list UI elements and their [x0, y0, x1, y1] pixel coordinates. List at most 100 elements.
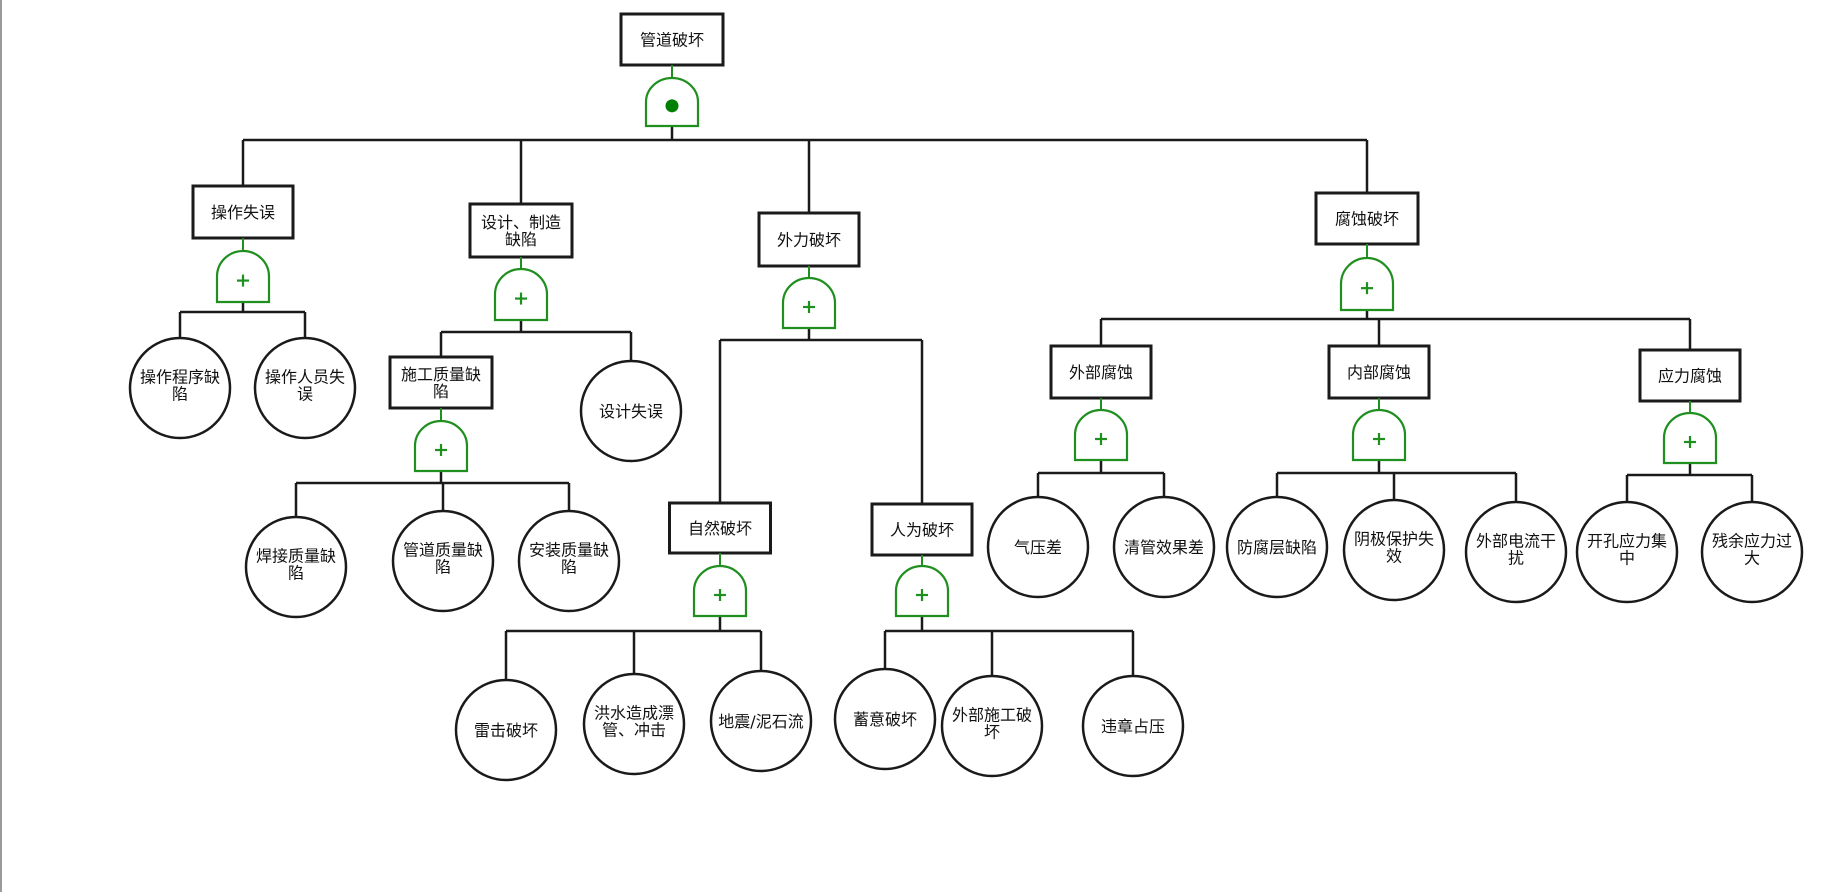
- basic-event-label: 设计失误: [599, 402, 663, 421]
- and-gate-dot-icon: [665, 99, 679, 113]
- basic-event-install_q: 安装质量缺陷: [517, 509, 621, 613]
- node-layer: 管道破坏操作失误操作程序缺陷操作人员失误设计、制造缺陷施工质量缺陷焊接质量缺陷管…: [128, 12, 1804, 782]
- basic-event-coating: 防腐层缺陷: [1225, 495, 1329, 599]
- basic-event-label-line: 外部施工破: [952, 706, 1032, 725]
- basic-event-label: 操作程序缺陷: [140, 368, 220, 404]
- basic-event-pigging: 清管效果差: [1112, 495, 1216, 599]
- basic-event-label-line: 坏: [984, 723, 1000, 742]
- basic-event-label-line: 管、冲击: [602, 721, 666, 740]
- event-box: [668, 501, 772, 555]
- basic-event-circle: [986, 495, 1090, 599]
- intermediate-event-corrosion: 腐蚀破坏: [1314, 191, 1420, 312]
- basic-event-flood: 洪水造成漂管、冲击: [582, 672, 686, 776]
- basic-event-label: 地震/泥石流: [718, 712, 803, 731]
- event-label-line: 陷: [433, 382, 449, 401]
- basic-event-label-line: 外部电流干: [1476, 532, 1556, 551]
- event-label-line: 腐蚀破坏: [1335, 210, 1399, 229]
- event-label: 外力破坏: [777, 231, 841, 250]
- basic-event-circle: [1225, 495, 1329, 599]
- basic-event-design_err: 设计失误: [579, 359, 683, 463]
- basic-event-label: 操作人员失误: [265, 368, 345, 404]
- event-label-line: 管道破坏: [640, 31, 704, 50]
- intermediate-event-int_corr: 内部腐蚀: [1327, 344, 1431, 462]
- intermediate-event-human: 人为破坏: [870, 502, 974, 618]
- basic-event-circle: [1700, 500, 1804, 604]
- event-label-line: 操作失误: [211, 203, 275, 222]
- event-label: 设计、制造缺陷: [481, 213, 561, 249]
- basic-event-lightning: 雷击破坏: [454, 678, 558, 782]
- basic-event-label: 外部施工破坏: [952, 706, 1032, 742]
- basic-event-label-line: 操作人员失: [265, 368, 345, 387]
- basic-event-label: 阴极保护失效: [1354, 530, 1434, 566]
- intermediate-event-top: 管道破坏: [619, 12, 725, 128]
- basic-event-stray_current: 外部电流干扰: [1464, 500, 1568, 604]
- event-label: 自然破坏: [688, 519, 752, 538]
- basic-event-label-line: 设计失误: [599, 402, 663, 421]
- basic-event-label-line: 开孔应力集: [1587, 532, 1667, 551]
- event-label: 管道破坏: [640, 31, 704, 50]
- basic-event-deliberate: 蓄意破坏: [833, 667, 937, 771]
- basic-event-circle: [709, 669, 813, 773]
- event-box: [619, 12, 725, 67]
- basic-event-circle: [579, 359, 683, 463]
- event-label-line: 应力腐蚀: [1658, 367, 1722, 386]
- intermediate-event-ext_corr: 外部腐蚀: [1049, 344, 1153, 462]
- basic-event-label: 外部电流干扰: [1476, 532, 1556, 568]
- event-label-line: 外力破坏: [777, 231, 841, 250]
- basic-event-circle: [1112, 495, 1216, 599]
- event-label-line: 外部腐蚀: [1069, 363, 1133, 382]
- connector-layer: [178, 126, 1754, 680]
- basic-event-label-line: 雷击破坏: [474, 721, 538, 740]
- basic-event-residual_stress: 残余应力过大: [1700, 500, 1804, 604]
- basic-event-label-line: 陷: [288, 564, 304, 583]
- event-label: 施工质量缺陷: [401, 365, 481, 401]
- basic-event-weld_q: 焊接质量缺陷: [244, 515, 348, 619]
- basic-event-label-line: 扰: [1508, 549, 1524, 568]
- basic-event-circle: [833, 667, 937, 771]
- basic-event-label-line: 陷: [435, 558, 451, 577]
- event-label-line: 人为破坏: [890, 521, 954, 540]
- basic-event-quake: 地震/泥石流: [709, 669, 813, 773]
- basic-event-label-line: 蓄意破坏: [853, 710, 917, 729]
- basic-event-label-line: 阴极保护失: [1354, 530, 1434, 549]
- event-box: [388, 355, 494, 410]
- intermediate-event-natural: 自然破坏: [668, 501, 772, 618]
- basic-event-hole_stress: 开孔应力集中: [1575, 500, 1679, 604]
- event-label: 腐蚀破坏: [1335, 210, 1399, 229]
- basic-event-pressure_diff: 气压差: [986, 495, 1090, 599]
- basic-event-label-line: 大: [1744, 549, 1760, 568]
- basic-event-label: 焊接质量缺陷: [256, 547, 336, 583]
- basic-event-circle: [244, 515, 348, 619]
- basic-event-label-line: 陷: [172, 385, 188, 404]
- event-label-line: 设计、制造: [481, 213, 561, 232]
- intermediate-event-construct_q: 施工质量缺陷: [388, 355, 494, 473]
- event-label: 内部腐蚀: [1347, 363, 1411, 382]
- basic-event-label-line: 清管效果差: [1124, 538, 1204, 557]
- event-label-line: 缺陷: [505, 230, 537, 249]
- event-box: [757, 211, 861, 268]
- basic-event-label-line: 气压差: [1014, 538, 1062, 557]
- basic-event-circle: [454, 678, 558, 782]
- basic-event-label: 蓄意破坏: [853, 710, 917, 729]
- basic-event-label-line: 中: [1619, 549, 1635, 568]
- basic-event-label-line: 安装质量缺: [529, 541, 609, 560]
- intermediate-event-stress_corr: 应力腐蚀: [1638, 348, 1742, 465]
- event-box: [468, 202, 574, 259]
- basic-event-label-line: 残余应力过: [1712, 532, 1792, 551]
- basic-event-illegal_occupy: 违章占压: [1081, 674, 1185, 778]
- basic-event-label-line: 误: [297, 385, 313, 404]
- event-label-line: 自然破坏: [688, 519, 752, 538]
- basic-event-label-line: 地震/泥石流: [718, 712, 803, 731]
- basic-event-circle: [940, 674, 1044, 778]
- event-label: 外部腐蚀: [1069, 363, 1133, 382]
- basic-event-label-line: 管道质量缺: [403, 541, 483, 560]
- event-label: 操作失误: [211, 203, 275, 222]
- basic-event-label-line: 焊接质量缺: [256, 547, 336, 566]
- basic-event-label: 违章占压: [1101, 717, 1165, 736]
- basic-event-op_proc: 操作程序缺陷: [128, 336, 232, 440]
- intermediate-event-design_mfg: 设计、制造缺陷: [468, 202, 574, 322]
- basic-event-label: 管道质量缺陷: [403, 541, 483, 577]
- basic-event-label-line: 洪水造成漂: [594, 704, 674, 723]
- basic-event-label-line: 违章占压: [1101, 717, 1165, 736]
- intermediate-event-ext_force: 外力破坏: [757, 211, 861, 330]
